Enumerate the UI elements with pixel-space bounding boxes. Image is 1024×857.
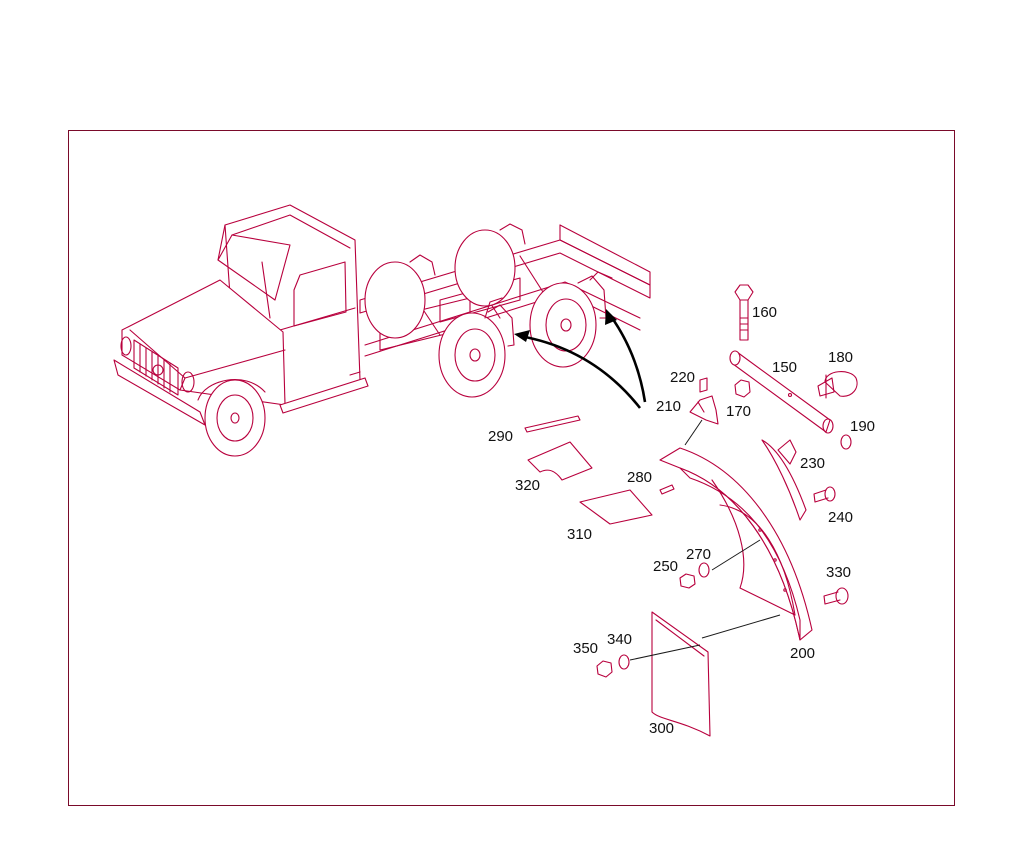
label-210: 210 (656, 398, 681, 415)
leader-lines (629, 419, 781, 661)
label-160: 160 (752, 304, 777, 321)
part-220-sleeve (699, 377, 708, 393)
part-170-nut (734, 379, 751, 398)
label-200: 200 (790, 645, 815, 662)
label-150: 150 (772, 359, 797, 376)
label-220: 220 (670, 369, 695, 386)
part-350-nut (596, 660, 613, 678)
part-240-bolt (813, 486, 836, 503)
label-170: 170 (726, 403, 751, 420)
rear-wheels-front (438, 271, 613, 398)
truck-illustration (113, 204, 651, 457)
part-200-mudguard (659, 447, 813, 641)
label-350: 350 (573, 640, 598, 657)
label-190: 190 (850, 418, 875, 435)
part-310-plate (579, 489, 653, 525)
rear-wheels-back (364, 223, 526, 339)
label-230: 230 (800, 455, 825, 472)
part-320-plate (527, 441, 593, 481)
part-330-bolt (823, 587, 849, 605)
label-290: 290 (488, 428, 513, 445)
assembly-arrows (514, 309, 647, 409)
part-160-bolt (734, 284, 754, 341)
front-wheel (197, 379, 266, 457)
cab (113, 204, 369, 426)
part-250-nut (679, 573, 696, 589)
label-180: 180 (828, 349, 853, 366)
part-340-washer (618, 654, 630, 670)
label-250: 250 (653, 558, 678, 575)
label-240: 240 (828, 509, 853, 526)
part-300-mudflap (651, 611, 711, 737)
label-280: 280 (627, 469, 652, 486)
drawing-frame (68, 130, 955, 806)
part-280-pin (659, 484, 675, 495)
label-300: 300 (649, 720, 674, 737)
label-270: 270 (686, 546, 711, 563)
part-190-washer (840, 434, 852, 450)
part-290-strip (524, 415, 581, 433)
part-150-tube (729, 350, 834, 434)
part-270-washer (698, 562, 710, 578)
part-210-bracket (689, 395, 719, 425)
label-340: 340 (607, 631, 632, 648)
callout-labels: 160 150 180 220 210 170 190 290 230 280 … (488, 304, 875, 737)
label-330: 330 (826, 564, 851, 581)
part-180-clamp (817, 371, 858, 399)
label-320: 320 (515, 477, 540, 494)
label-310: 310 (567, 526, 592, 543)
part-230-stay (761, 439, 807, 521)
